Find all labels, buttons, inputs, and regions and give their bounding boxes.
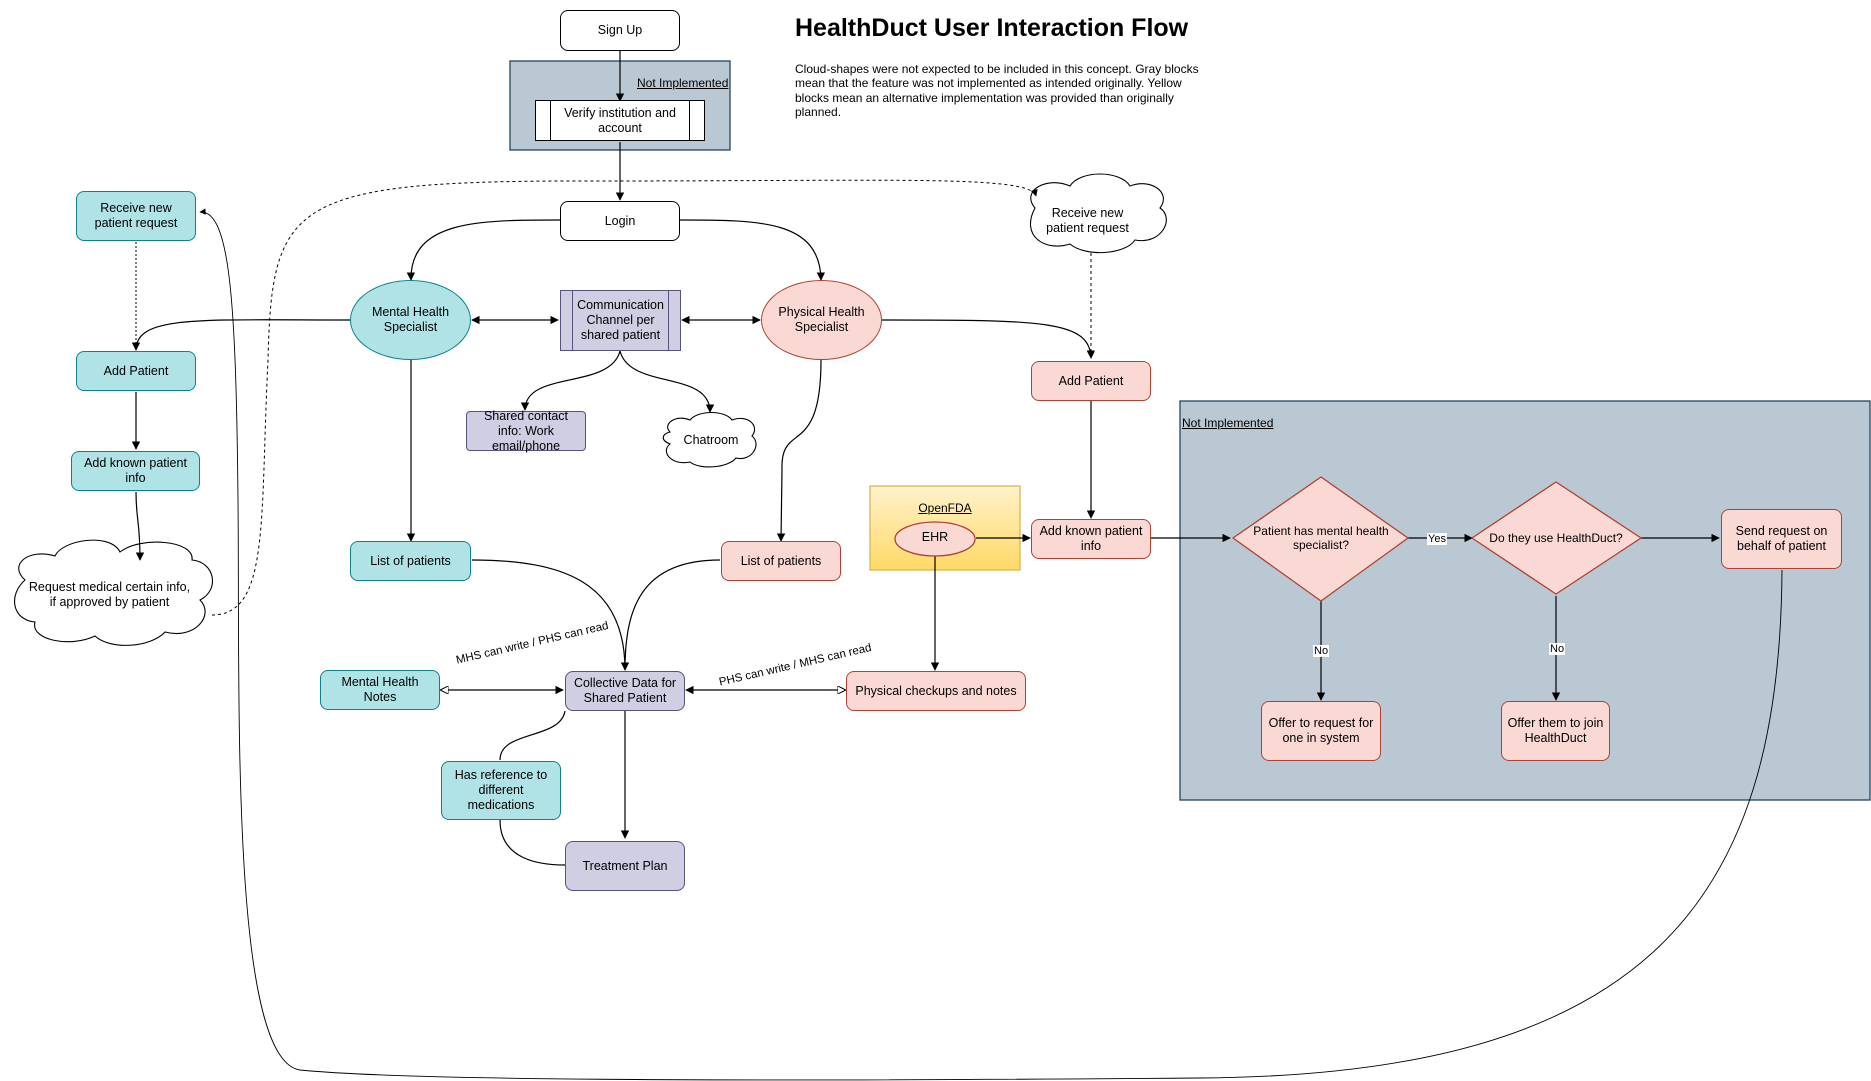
legend-description: Cloud-shapes were not expected to be inc…	[795, 62, 1199, 120]
mental-health-notes-node: Mental Health Notes	[320, 670, 440, 710]
mental-health-specialist-node: Mental Health Specialist	[350, 280, 471, 360]
comm-left-bar	[572, 291, 573, 350]
yes-label: Yes	[1427, 533, 1447, 546]
verify-left-bar	[550, 101, 551, 140]
openfda-label: OpenFDA	[918, 501, 972, 515]
no-label-1: No	[1313, 645, 1330, 658]
shared-contact-node: Shared contact info: Work email/phone	[466, 409, 586, 453]
ehr-label: EHR	[921, 530, 949, 544]
add-patient-right-node: Add Patient	[1031, 361, 1151, 401]
decision-use-healthduct	[1471, 481, 1642, 595]
communication-channel-label: Communication Channel per shared patient	[577, 298, 664, 342]
medications-reference-node: Has reference to different medications	[441, 761, 561, 820]
no-label-2: No	[1549, 643, 1566, 656]
patient-list-mhs-node: List of patients	[350, 541, 471, 581]
use-healthduct-label: Do they use HealthDuct?	[1489, 530, 1623, 545]
not-implemented-label-right: Not Implemented	[1182, 416, 1274, 430]
page-title: HealthDuct User Interaction Flow	[795, 14, 1189, 42]
cloud-request-medical	[14, 539, 214, 646]
has-mhs-label: Patient has mental health specialist?	[1253, 523, 1389, 552]
login-node: Login	[560, 201, 680, 241]
verify-label: Verify institution and account	[564, 105, 676, 135]
verify-right-bar	[689, 101, 690, 140]
not-implemented-label-top: Not Implemented	[637, 76, 729, 90]
ehr-ellipse	[894, 521, 976, 557]
request-medical-info-node: Request medical certain info, if approve…	[28, 580, 191, 609]
sign-up-node: Sign Up	[560, 10, 680, 51]
verify-node: Verify institution and account	[535, 100, 705, 141]
communication-channel-node: Communication Channel per shared patient	[560, 290, 681, 351]
decision-has-mhs	[1232, 476, 1409, 602]
offer-join-node: Offer them to join HealthDuct	[1501, 701, 1610, 761]
chatroom-node: Chatroom	[683, 432, 739, 447]
cloud-chatroom	[662, 411, 757, 468]
physical-health-specialist-node: Physical Health Specialist	[761, 280, 882, 360]
offer-request-node: Offer to request for one in system	[1261, 701, 1381, 761]
add-known-info-left-node: Add known patient info	[71, 451, 200, 491]
cloud-receive-right	[1029, 173, 1167, 254]
add-patient-left-node: Add Patient	[76, 351, 196, 391]
physical-checkups-node: Physical checkups and notes	[846, 671, 1026, 711]
patient-list-phs-node: List of patients	[721, 541, 841, 581]
add-known-info-right-node: Add known patient info	[1031, 519, 1151, 559]
receive-request-left-node: Receive new patient request	[76, 191, 196, 241]
receive-request-right-node: Receive new patient request	[1046, 206, 1129, 235]
collective-data-node: Collective Data for Shared Patient	[565, 671, 685, 711]
comm-right-bar	[668, 291, 669, 350]
treatment-plan-node: Treatment Plan	[565, 841, 685, 891]
send-request-node: Send request on behalf of patient	[1721, 509, 1842, 569]
